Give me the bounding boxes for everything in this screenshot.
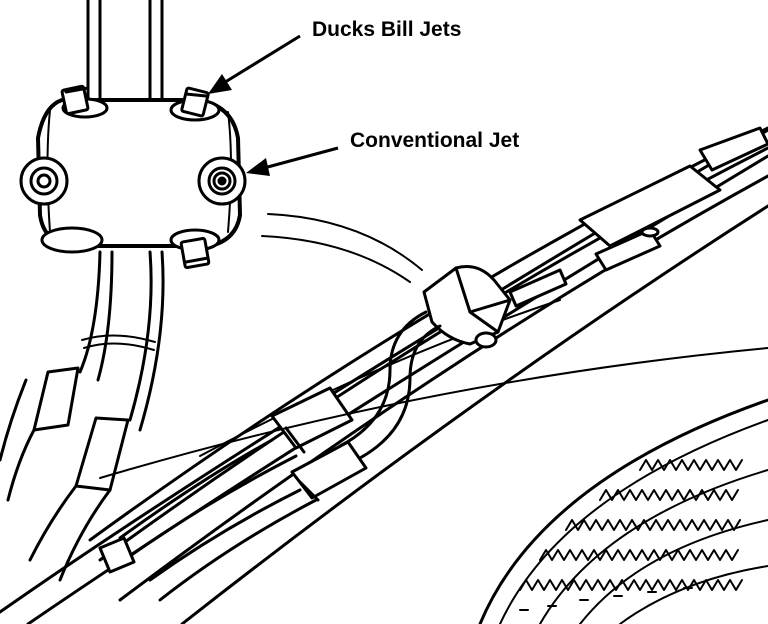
callout-ducks-bill-jets: Ducks Bill Jets bbox=[208, 18, 461, 94]
arrow-icon bbox=[208, 34, 301, 94]
blade-carrier bbox=[508, 126, 768, 308]
wiper-arm-assembly bbox=[0, 126, 768, 624]
callout-leader bbox=[267, 213, 423, 271]
conventional-jet-left bbox=[19, 156, 69, 206]
conventional-jet-right bbox=[197, 156, 247, 206]
ducks-bill-jet-bottom bbox=[179, 236, 211, 270]
ducks-bill-jet-top-left bbox=[60, 84, 90, 116]
windshield-edge bbox=[99, 347, 768, 479]
hose-coupler-upper bbox=[270, 386, 354, 454]
feed-tubes bbox=[86, 0, 164, 102]
ducks-bill-jets-label: Ducks Bill Jets bbox=[312, 18, 461, 41]
arrow-icon bbox=[246, 146, 339, 176]
arm-hose-lower bbox=[98, 438, 318, 602]
callout-conventional-jet: Conventional Jet bbox=[246, 129, 519, 176]
washer-nozzle-inset bbox=[0, 0, 423, 582]
ducks-bill-jet-top-right bbox=[180, 86, 210, 118]
hose-coupler-lower bbox=[290, 440, 368, 502]
washer-hose bbox=[338, 310, 442, 460]
cowl-grille bbox=[478, 398, 768, 624]
hose-clip bbox=[422, 265, 512, 349]
conventional-jet-label: Conventional Jet bbox=[350, 129, 519, 152]
nozzle-hoses bbox=[0, 250, 165, 582]
